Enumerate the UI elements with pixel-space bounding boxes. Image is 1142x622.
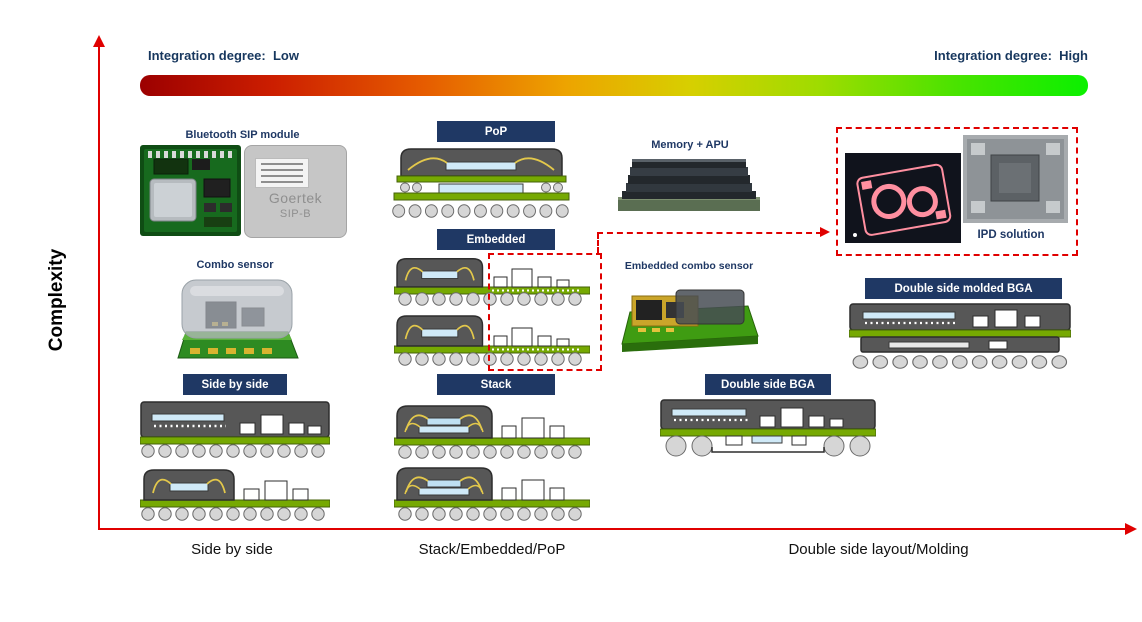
y-axis-arrowhead-icon <box>93 35 105 47</box>
stack-package-drawing-2 <box>394 467 590 521</box>
combo-sensor-photo <box>177 279 299 359</box>
x-label-side-by-side: Side by side <box>191 541 273 558</box>
memory-apu-photo <box>618 159 760 211</box>
chip-label-sticker <box>255 158 309 188</box>
embedded-highlight-dashed-rect <box>488 253 602 371</box>
x-axis-arrowhead-icon <box>1125 523 1137 535</box>
integration-gradient-bar <box>140 75 1088 96</box>
integration-low-label: Integration degree: Low <box>148 48 299 63</box>
chip-brand-text: Goertek <box>268 190 323 206</box>
side-by-side-package-drawing-2 <box>140 469 330 521</box>
embedded-package-drawing-1 <box>394 257 590 306</box>
memory-apu-caption: Memory + APU <box>651 139 729 151</box>
double-side-molded-bga-label: Double side molded BGA <box>865 278 1062 299</box>
x-axis-line <box>98 528 1132 530</box>
embedded-combo-photo <box>621 289 759 352</box>
combo-sensor-caption: Combo sensor <box>196 259 274 271</box>
ipd-solution-dashed-box <box>836 127 1078 256</box>
side-by-side-package-drawing-1 <box>140 401 330 458</box>
ipd-die-photo <box>963 135 1068 223</box>
integration-high-label: Integration degree: High <box>934 48 1088 63</box>
ipd-coil-photo <box>845 153 961 243</box>
y-axis-line <box>98 46 100 530</box>
side-by-side-label: Side by side <box>183 374 287 395</box>
double-side-molded-bga-drawing <box>849 303 1071 369</box>
ipd-connector-horizontal <box>597 232 822 234</box>
bluetooth-module-caption: Bluetooth SIP module <box>185 129 300 141</box>
y-axis-title: Complexity <box>46 248 67 352</box>
ipd-connector-vertical <box>597 233 599 253</box>
goertek-chip-photo: Goertek SIP-B <box>244 145 347 238</box>
embedded-label: Embedded <box>437 229 555 250</box>
x-label-double-side: Double side layout/Molding <box>788 541 969 558</box>
x-label-stack-embedded-pop: Stack/Embedded/PoP <box>418 541 566 558</box>
pop-label: PoP <box>437 121 555 142</box>
embedded-combo-caption: Embedded combo sensor <box>624 260 754 272</box>
bluetooth-pcb-photo <box>140 145 241 236</box>
stack-label: Stack <box>437 374 555 395</box>
double-side-bga-drawing <box>660 399 876 457</box>
chip-model-text: SIP-B <box>279 208 312 220</box>
pop-package-drawing <box>392 148 570 218</box>
double-side-bga-label: Double side BGA <box>705 374 831 395</box>
embedded-package-drawing-2 <box>394 315 590 366</box>
stack-package-drawing-1 <box>394 405 590 459</box>
ipd-solution-caption: IPD solution <box>977 229 1045 241</box>
ipd-connector-arrowhead-icon <box>820 227 830 237</box>
